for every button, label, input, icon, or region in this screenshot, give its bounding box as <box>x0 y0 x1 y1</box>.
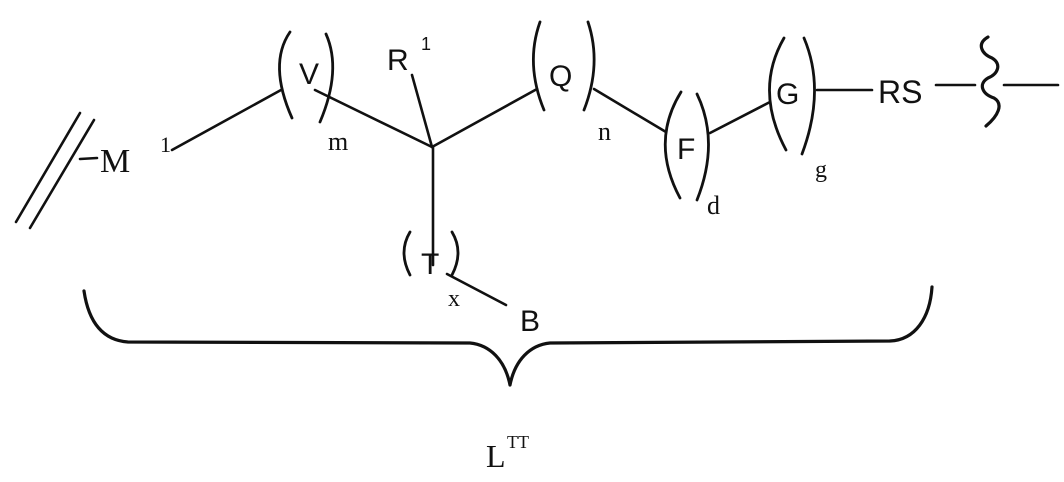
svg-text:M: M <box>100 143 130 180</box>
svg-text:T: T <box>421 248 439 281</box>
group-f: F d <box>663 90 720 220</box>
bond-f-g <box>708 100 772 135</box>
bond-v-center <box>313 88 434 149</box>
svg-text:d: d <box>707 191 720 220</box>
group-q: Q n <box>532 20 611 146</box>
svg-text:g: g <box>815 157 827 183</box>
svg-text:R: R <box>387 44 409 77</box>
rs-label: RS <box>878 74 922 110</box>
m1-label: M 1 <box>100 132 171 180</box>
r1-label: R 1 <box>387 34 431 77</box>
bond-dash-m1 <box>78 156 99 161</box>
brace-icon <box>82 285 934 387</box>
svg-text:Q: Q <box>549 60 572 93</box>
svg-text:G: G <box>776 78 799 111</box>
group-g: G g <box>768 36 827 183</box>
double-bond-attachment-icon <box>14 111 96 230</box>
svg-text:m: m <box>328 127 348 156</box>
wavy-bond-icon <box>979 35 1001 128</box>
bond-q-f <box>592 87 668 134</box>
svg-text:V: V <box>299 58 319 91</box>
bond-r1-center <box>410 73 434 149</box>
b-label: B <box>520 305 540 338</box>
svg-text:F: F <box>677 133 695 166</box>
svg-text:x: x <box>448 286 460 312</box>
bond-t-b <box>445 272 508 307</box>
bond-center-q <box>430 87 539 149</box>
group-v: V m <box>278 30 348 156</box>
svg-text:L: L <box>486 438 506 474</box>
bond-m1-v <box>170 88 283 152</box>
svg-text:1: 1 <box>160 132 171 157</box>
svg-text:TT: TT <box>507 432 529 452</box>
svg-text:1: 1 <box>421 34 431 54</box>
svg-text:n: n <box>598 117 611 146</box>
ltt-label: L TT <box>486 432 529 474</box>
group-t: T x <box>402 230 460 312</box>
